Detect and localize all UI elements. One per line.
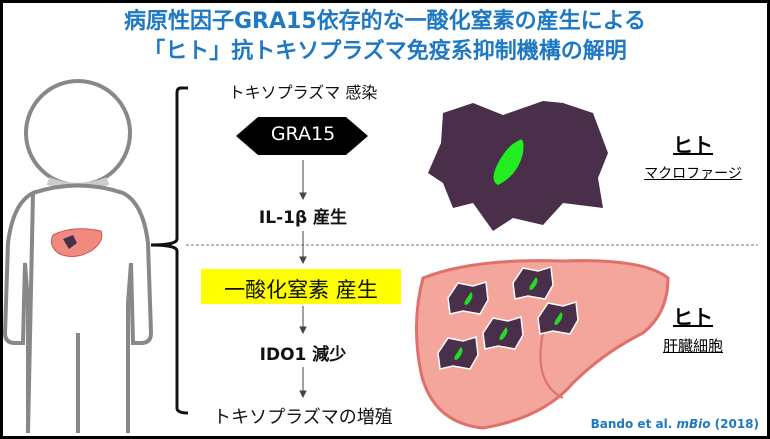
label-hepatocyte: 肝臓細胞 (662, 337, 723, 355)
citation-year: (2018) (710, 417, 759, 431)
title-line-1: 病原性因子GRA15依存的な一酸化窒素の産生による (124, 9, 646, 34)
gra15-hexagon (236, 117, 368, 155)
step-il1b: IL-1β 産生 (258, 208, 348, 228)
title-line-2: 「ヒト」抗トキソプラズマ免疫系抑制機構の解明 (143, 39, 627, 64)
citation-journal: mBio (676, 417, 711, 431)
label-macrophage: マクロファージ (644, 166, 742, 182)
small-cell-icon (63, 235, 77, 249)
diagram-graphics (3, 79, 758, 434)
label-human-1: ヒト (673, 133, 713, 157)
parasite (464, 292, 473, 305)
step-proliferation: トキソプラズマの増殖 (213, 407, 393, 428)
step-ido1: IDO1 減少 (259, 345, 347, 365)
parasite (554, 312, 563, 325)
parasite (454, 347, 463, 360)
step-infection: トキソプラズマ 感染 (228, 83, 378, 102)
highlight-box (201, 269, 401, 304)
citation-authors: Bando et al. (590, 417, 677, 431)
infected-hepatocyte-cells (437, 266, 579, 370)
step-nitric-oxide: 一酸化窒素 産生 (224, 278, 378, 302)
citation: Bando et al. mBio (2018) (591, 417, 759, 431)
bracket (150, 86, 189, 415)
label-human-2: ヒト (673, 305, 713, 329)
arrows (299, 160, 307, 399)
parasite (529, 277, 538, 290)
parasite-in-macrophage (493, 139, 524, 185)
parasite (499, 327, 508, 340)
gra15-label: GRA15 (270, 123, 336, 145)
human-figure (3, 79, 154, 434)
